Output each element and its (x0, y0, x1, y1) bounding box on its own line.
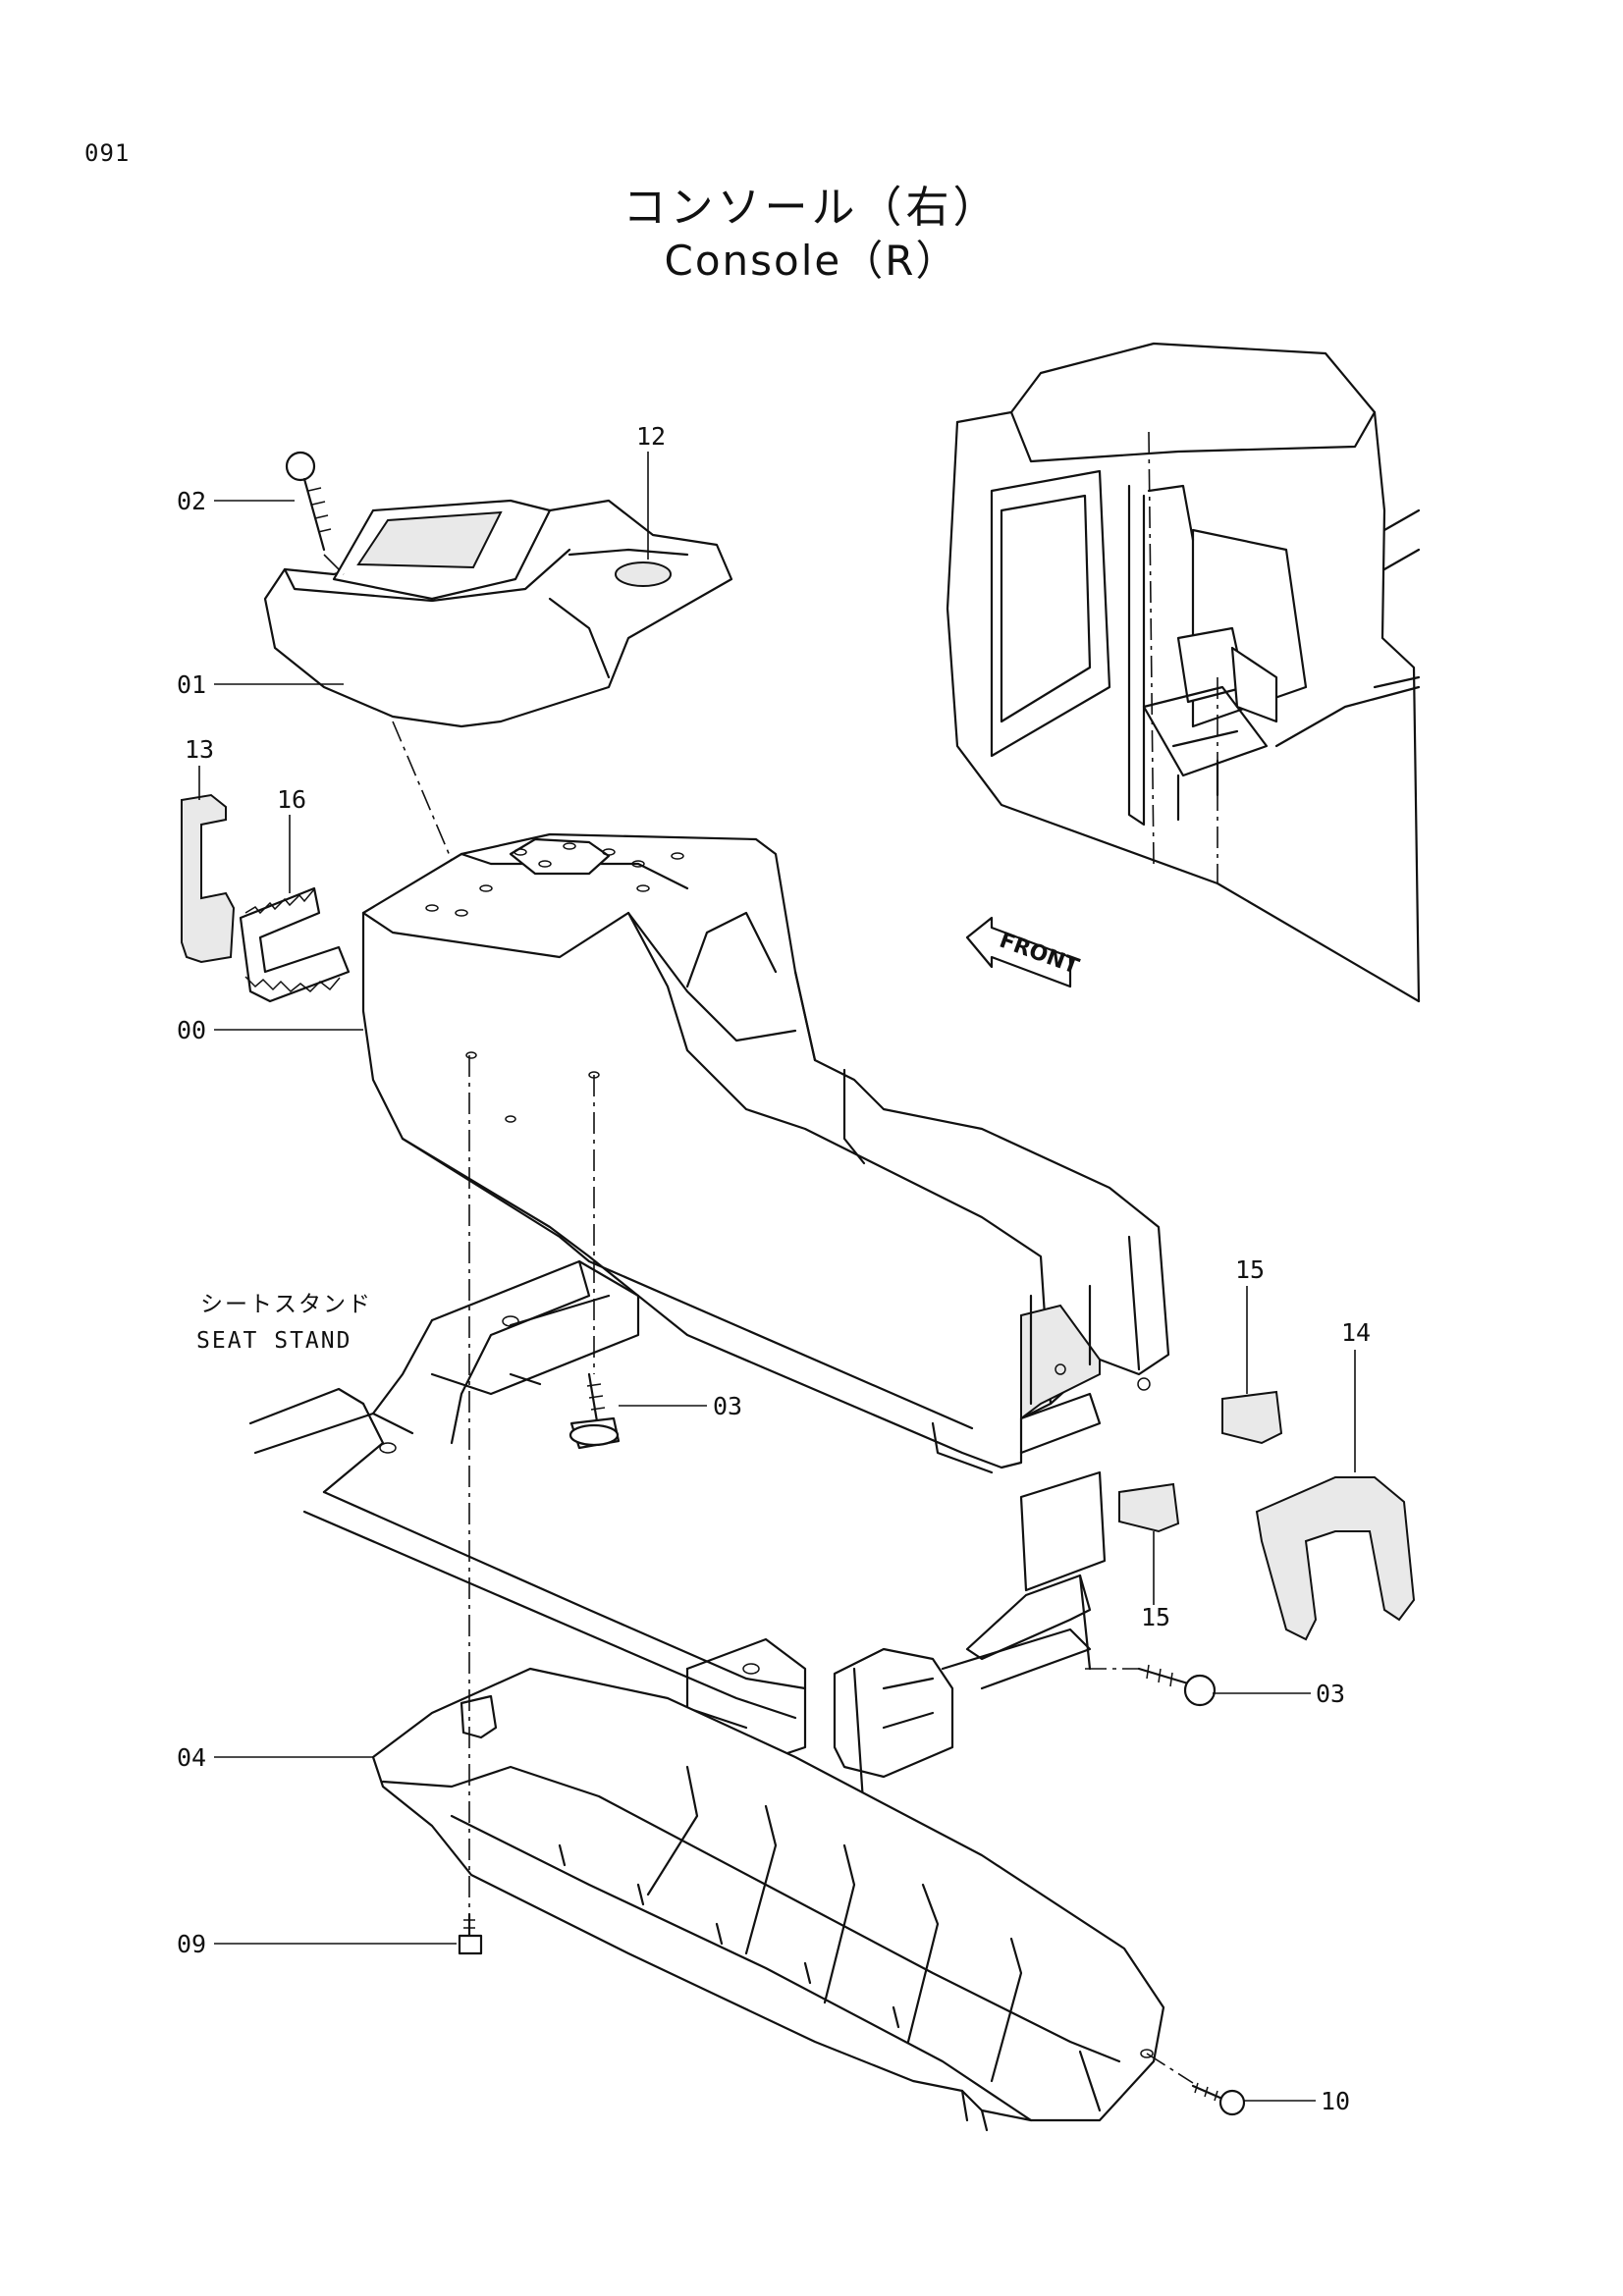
side-pad-13 (181, 793, 236, 964)
screw-10 (1191, 2082, 1246, 2116)
bumper-14 (1255, 1476, 1416, 1641)
console-body-00 (361, 832, 1170, 1474)
lower-tray-04 (371, 1667, 1165, 2132)
callout-15-lower: 15 (1141, 1603, 1170, 1631)
screw-09 (458, 1912, 483, 1955)
bolt-03-lower (1137, 1664, 1217, 1707)
callout-leaders (198, 452, 1356, 2102)
page-title-japanese: コンソール（右） (622, 183, 1001, 233)
grommet-strip-16 (239, 886, 351, 1003)
callout-09: 09 (177, 1930, 206, 1958)
callout-16: 16 (277, 785, 306, 814)
callout-03-lower: 03 (1316, 1680, 1345, 1708)
callout-02: 02 (177, 487, 206, 515)
callout-04: 04 (177, 1743, 206, 1772)
callout-15-upper: 15 (1235, 1255, 1265, 1284)
upper-cover-01 (263, 451, 733, 728)
assembly-line-cover-to-console (392, 721, 462, 884)
front-arrow-label: FRONT (996, 929, 1082, 980)
mounting-bracket (833, 1470, 1107, 1838)
callout-10: 10 (1321, 2087, 1350, 2115)
callout-14: 14 (1341, 1318, 1371, 1347)
pad-15-upper (1221, 1390, 1283, 1445)
seat-stand-label-jp: シートスタンド (200, 1292, 372, 1317)
callout-13: 13 (185, 735, 214, 764)
bolt-03-upper (568, 1372, 621, 1450)
cab-location-inset: FRONT (946, 342, 1421, 1003)
pad-15-lower (1118, 1482, 1180, 1533)
assembly-line-screw-02 (323, 554, 345, 575)
callout-01: 01 (177, 670, 206, 699)
assembly-line-tray-to-screw-10 (1146, 2053, 1194, 2084)
page-title-english: Console（R） (664, 237, 959, 285)
callout-00: 00 (177, 1016, 206, 1044)
page-number: 091 (84, 139, 131, 167)
console-top-opening (509, 837, 611, 876)
callout-12: 12 (636, 422, 666, 451)
callout-03-upper: 03 (713, 1392, 742, 1420)
grommet-12 (615, 561, 672, 587)
seat-stand-label-en: SEAT STAND (196, 1328, 352, 1354)
screw-02-head (285, 451, 316, 482)
